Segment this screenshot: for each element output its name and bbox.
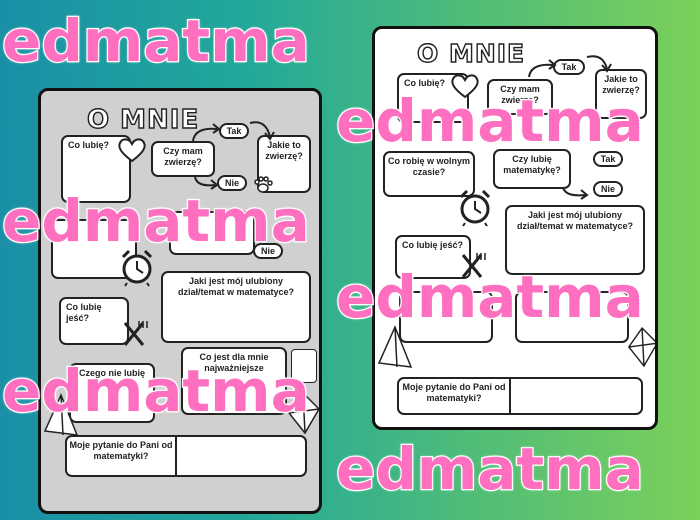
pyramid-icon: [43, 393, 79, 436]
box-important: Co jest dla mnie najważniejsze: [181, 347, 287, 415]
arrow-icon: [586, 55, 612, 73]
box-what-i-like: Co lubię?: [397, 73, 469, 123]
arrow-icon: [528, 59, 557, 78]
math-symbols-icon: [291, 349, 317, 383]
watermark-text: edmatma: [335, 435, 645, 503]
cutlery-icon: [123, 321, 148, 346]
watermark-text: edmatma: [335, 263, 645, 331]
crystal-icon: [627, 326, 655, 368]
box-dislike: Czego nie lubię: [69, 363, 155, 423]
alarm-clock-icon: [121, 249, 153, 287]
box-hidden-row-right: [169, 211, 255, 255]
label-which-pet: Jakie to zwierzę?: [265, 140, 303, 161]
label-favorite-topic: Jaki jest mój ulubiony dział/temat w mat…: [516, 210, 634, 231]
box-which-pet: Jakie to zwierzę?: [257, 135, 311, 193]
arrow-icon: [194, 176, 219, 190]
label-dislike: Czego nie lubię: [78, 368, 145, 378]
box-what-i-eat: Co lubię jeść?: [59, 297, 129, 345]
sheet-title: O MNIE: [416, 38, 526, 68]
cutlery-icon: [461, 253, 486, 278]
sheet-title: O MNIE: [86, 104, 200, 135]
pill-yes: Tak: [219, 123, 249, 139]
arrow-icon: [249, 121, 275, 141]
box-do-i-have-pet: Czy mam zwierzę?: [487, 79, 553, 115]
paw-icon: [254, 176, 273, 193]
box-like-math: Czy lubię matematykę?: [493, 149, 571, 189]
label-what-i-like: Co lubię?: [68, 140, 109, 150]
watermark-text: edmatma: [1, 187, 311, 255]
pill-no-2: Nie: [253, 243, 283, 259]
label-what-i-like: Co lubię?: [404, 78, 445, 88]
label-favorite-topic: Jaki jest mój ulubiony dział/temat w mat…: [177, 276, 295, 297]
box-question-answer: [175, 435, 307, 477]
label-what-i-eat: Co lubię jeść?: [66, 302, 102, 323]
arrow-icon: [562, 186, 589, 200]
worksheet-preview-left: O MNIE Co lubię? Czy mam zwierzę? Tak Ni…: [38, 88, 322, 514]
pill-no-2: Nie: [593, 181, 623, 197]
box-question-answer: [509, 377, 643, 415]
heart-icon: [451, 74, 479, 99]
box-my-question: Moje pytanie do Pani od matematyki?: [65, 435, 177, 477]
box-do-i-have-pet: Czy mam zwierzę?: [151, 141, 215, 177]
crystal-icon: [288, 391, 319, 435]
pill-no: Nie: [217, 175, 247, 191]
label-do-i-have-pet: Czy mam zwierzę?: [500, 84, 540, 105]
label-do-i-have-pet: Czy mam zwierzę?: [163, 146, 203, 167]
heart-icon: [118, 138, 146, 163]
label-what-i-eat: Co lubię jeść?: [402, 240, 464, 250]
label-my-question: Moje pytanie do Pani od matematyki?: [402, 382, 506, 403]
label-like-math: Czy lubię matematykę?: [503, 154, 561, 175]
watermark-text: edmatma: [1, 357, 311, 425]
box-which-pet: Jakie to zwierzę?: [595, 69, 647, 119]
box-free-time: Co robię w wolnym czasie?: [383, 151, 475, 197]
pill-yes: Tak: [553, 59, 585, 75]
label-important: Co jest dla mnie najważniejsze: [199, 352, 269, 373]
alarm-clock-icon: [459, 189, 491, 227]
box-what-i-eat: Co lubię jeść?: [395, 235, 471, 279]
label-my-question: Moje pytanie do Pani od matematyki?: [69, 440, 173, 461]
label-which-pet: Jakie to zwierzę?: [602, 74, 640, 95]
watermark-text: edmatma: [1, 7, 311, 75]
arrow-icon: [192, 123, 221, 142]
box-my-question: Moje pytanie do Pani od matematyki?: [397, 377, 511, 415]
box-favorite-topic: Jaki jest mój ulubiony dział/temat w mat…: [505, 205, 645, 275]
pill-yes-2: Tak: [593, 151, 623, 167]
pyramid-icon: [377, 325, 413, 368]
worksheet-preview-right: O MNIE Co lubię? Czy mam zwierzę? Tak Ja…: [372, 26, 658, 430]
label-free-time: Co robię w wolnym czasie?: [387, 156, 470, 177]
box-lower-left: [399, 291, 493, 343]
watermark-text: edmatma: [335, 87, 645, 155]
box-lower-right: [515, 291, 629, 343]
box-favorite-topic: Jaki jest mój ulubiony dział/temat w mat…: [161, 271, 311, 343]
